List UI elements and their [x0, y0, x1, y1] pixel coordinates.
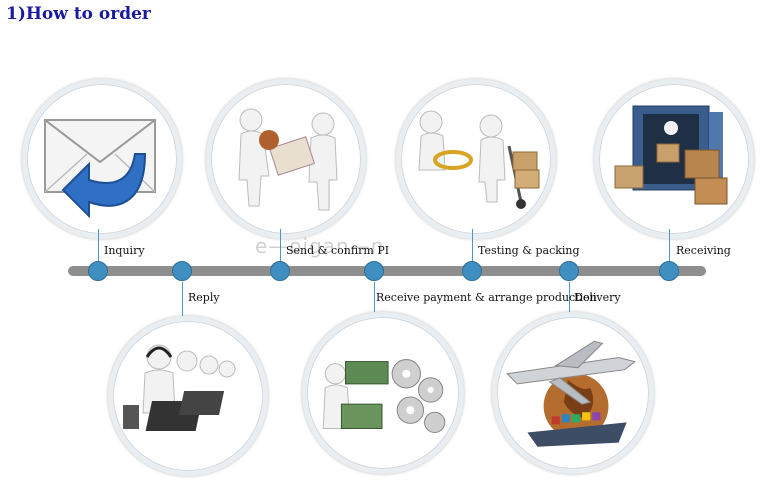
page-title: 1)How to order: [6, 4, 151, 24]
reply-illustration: [108, 316, 268, 476]
timeline-node-reply: [172, 261, 192, 281]
receiving-illustration: [594, 79, 754, 239]
receive-payment-illustration: [302, 312, 464, 474]
inquiry-illustration: [22, 79, 182, 239]
timeline-node-inquiry: [88, 261, 108, 281]
plane-ship-globe-icon: [506, 340, 636, 447]
inquiry-connector: [98, 229, 99, 261]
send-confirm-pi-connector: [280, 229, 281, 261]
timeline-bar: [68, 266, 706, 276]
call-center-icon: [123, 344, 236, 431]
step-label-receive-payment: Receive payment & arrange production: [376, 291, 597, 304]
step-label-delivery: Delivery: [574, 291, 621, 304]
envelope-reply-icon: [44, 119, 156, 219]
receiving-connector: [669, 229, 670, 261]
delivery-illustration: [492, 312, 654, 474]
receive-payment-connector: [374, 282, 375, 312]
timeline-node-receiving: [659, 261, 679, 281]
testing-packing-connector: [472, 229, 473, 261]
step-label-reply: Reply: [188, 291, 220, 304]
timeline-node-send-confirm-pi: [270, 261, 290, 281]
step-label-send-confirm-pi: Send & confirm PI: [286, 244, 390, 257]
timeline-node-delivery: [559, 261, 579, 281]
step-label-testing-packing: Testing & packing: [478, 244, 580, 257]
handshake-document-icon: [238, 108, 338, 211]
send-confirm-pi-illustration: [206, 79, 366, 239]
testing-packing-illustration: [396, 79, 556, 239]
delivery-connector: [569, 282, 570, 312]
reply-connector: [182, 282, 183, 316]
timeline-node-receive-payment: [364, 261, 384, 281]
step-label-receiving: Receiving: [676, 244, 731, 257]
container-boxes-icon: [614, 105, 728, 205]
watermark: e—oigan—n: [255, 234, 385, 258]
magnifier-handtruck-icon: [418, 110, 540, 209]
money-gears-icon: [322, 359, 446, 434]
step-label-inquiry: Inquiry: [104, 244, 145, 257]
timeline-node-testing-packing: [462, 261, 482, 281]
